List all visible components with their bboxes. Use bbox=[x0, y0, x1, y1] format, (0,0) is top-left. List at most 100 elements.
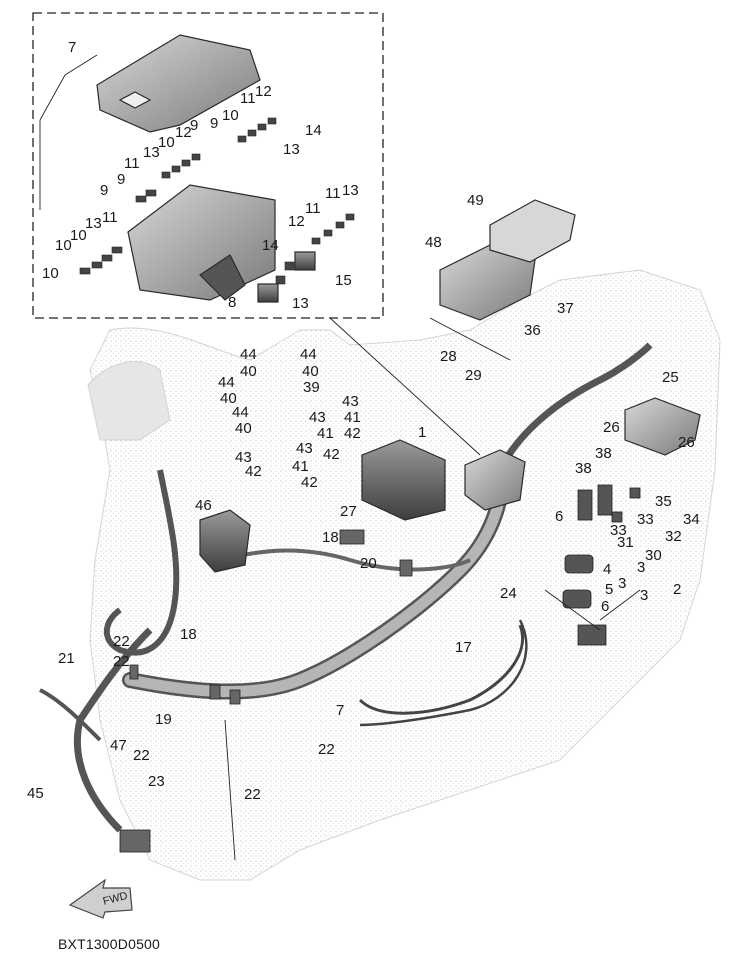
callout-9: 9 bbox=[210, 115, 218, 132]
callout-32: 32 bbox=[665, 528, 682, 545]
callout-38b: 38 bbox=[595, 445, 612, 462]
callout-44c: 44 bbox=[218, 374, 235, 391]
callout-9c: 9 bbox=[117, 171, 125, 188]
callout-3b: 3 bbox=[618, 575, 626, 592]
callout-4: 4 bbox=[603, 561, 611, 578]
callout-16: 17 bbox=[455, 639, 472, 656]
callout-17: 18 bbox=[322, 529, 339, 546]
callout-28: 28 bbox=[440, 348, 457, 365]
callout-20: 21 bbox=[58, 650, 75, 667]
callout-43c: 43 bbox=[235, 449, 252, 466]
callout-26b: 26 bbox=[678, 434, 695, 451]
callout-43: 43 bbox=[342, 393, 359, 410]
callout-3: 3 bbox=[637, 559, 645, 576]
callout-33b: 33 bbox=[610, 522, 627, 539]
callout-42c: 42 bbox=[245, 463, 262, 480]
callout-11e: 11 bbox=[305, 200, 321, 217]
callout-9b: 9 bbox=[190, 117, 198, 134]
callout-42b: 42 bbox=[323, 446, 340, 463]
callout-14: 14 bbox=[305, 122, 322, 139]
callout-11c: 11 bbox=[102, 209, 118, 226]
callout-41c: 41 bbox=[292, 458, 309, 475]
junction-block-center bbox=[464, 449, 526, 511]
callout-44d: 44 bbox=[232, 404, 249, 421]
callout-33: 33 bbox=[637, 511, 654, 528]
callout-27: 27 bbox=[340, 503, 357, 520]
leader-lines bbox=[39, 54, 641, 861]
callout-44: 44 bbox=[240, 346, 257, 363]
callout-38: 38 bbox=[575, 460, 592, 477]
callout-13b: 13 bbox=[143, 144, 160, 161]
callout-13d: 13 bbox=[342, 182, 359, 199]
callout-10: 10 bbox=[222, 107, 239, 124]
callout-1: 1 bbox=[418, 424, 426, 441]
callout-42: 42 bbox=[344, 425, 361, 442]
callout-47: 47 bbox=[110, 737, 127, 754]
callout-12b: 12 bbox=[175, 124, 192, 141]
callout-40d: 40 bbox=[235, 420, 252, 437]
callout-23: 23 bbox=[148, 773, 165, 790]
callout-10c: 10 bbox=[70, 227, 87, 244]
callout-7-inset: 7 bbox=[68, 39, 76, 56]
fuse-box-cover bbox=[96, 34, 261, 133]
callout-6: 6 bbox=[555, 508, 563, 525]
fuse-box bbox=[127, 184, 276, 301]
callout-10d: 10 bbox=[55, 237, 72, 254]
callout-labels: 7 9 10 11 12 14 13 9 12 10 13 11 9 9 11 … bbox=[27, 39, 700, 803]
callout-12c: 12 bbox=[288, 213, 305, 230]
connector-group-right bbox=[562, 484, 641, 646]
callout-18b: 19 bbox=[155, 711, 172, 728]
callout-25: 25 bbox=[662, 369, 679, 386]
callout-43d: 43 bbox=[296, 440, 313, 457]
callout-19: 20 bbox=[360, 555, 377, 572]
connector-group-left bbox=[119, 529, 413, 853]
callout-13: 13 bbox=[283, 141, 300, 158]
unit-46 bbox=[199, 509, 251, 573]
callout-2: 2 bbox=[673, 581, 681, 598]
callout-40c: 40 bbox=[220, 390, 237, 407]
callout-24: 24 bbox=[500, 585, 517, 602]
callout-40: 40 bbox=[240, 363, 257, 380]
callout-26: 26 bbox=[603, 419, 620, 436]
callout-29: 29 bbox=[465, 367, 482, 384]
callout-13e: 13 bbox=[292, 295, 309, 312]
callout-35: 35 bbox=[655, 493, 672, 510]
relay-unit-25 bbox=[624, 397, 701, 456]
callout-5: 5 bbox=[605, 581, 613, 598]
callout-11b: 11 bbox=[124, 155, 140, 172]
callout-42d: 42 bbox=[301, 474, 318, 491]
callout-7: 7 bbox=[336, 702, 344, 719]
callout-22: 22 bbox=[113, 653, 130, 670]
callout-46: 46 bbox=[195, 497, 212, 514]
callout-22c: 22 bbox=[318, 741, 335, 758]
inset-fuses bbox=[79, 117, 355, 285]
callout-49: 49 bbox=[467, 192, 484, 209]
callout-41: 41 bbox=[344, 409, 361, 426]
battery-1 bbox=[361, 439, 446, 521]
callout-40b: 40 bbox=[302, 363, 319, 380]
callout-10b: 10 bbox=[158, 134, 175, 151]
callout-39: 39 bbox=[303, 379, 320, 396]
callout-41b: 41 bbox=[317, 425, 334, 442]
callout-31: 31 bbox=[617, 534, 634, 551]
wire-lead-16 bbox=[359, 619, 528, 727]
callout-45: 45 bbox=[27, 785, 44, 802]
callout-21: 22 bbox=[113, 633, 130, 650]
callout-34: 34 bbox=[683, 511, 700, 528]
callout-6b: 6 bbox=[601, 598, 609, 615]
callout-14b: 14 bbox=[262, 237, 279, 254]
callout-11d: 11 bbox=[325, 185, 341, 202]
callout-3c: 3 bbox=[640, 587, 648, 604]
fwd-arrow: FWD bbox=[68, 878, 133, 919]
callout-12: 12 bbox=[255, 83, 272, 100]
callout-9d: 9 bbox=[100, 182, 108, 199]
callout-44b: 44 bbox=[300, 346, 317, 363]
callout-8: 8 bbox=[228, 294, 236, 311]
callout-48: 48 bbox=[425, 234, 442, 251]
callout-30: 30 bbox=[645, 547, 662, 564]
callout-43b: 43 bbox=[309, 409, 326, 426]
callout-22d: 22 bbox=[244, 786, 261, 803]
callout-15: 15 bbox=[335, 272, 352, 289]
callout-13c: 13 bbox=[85, 215, 102, 232]
